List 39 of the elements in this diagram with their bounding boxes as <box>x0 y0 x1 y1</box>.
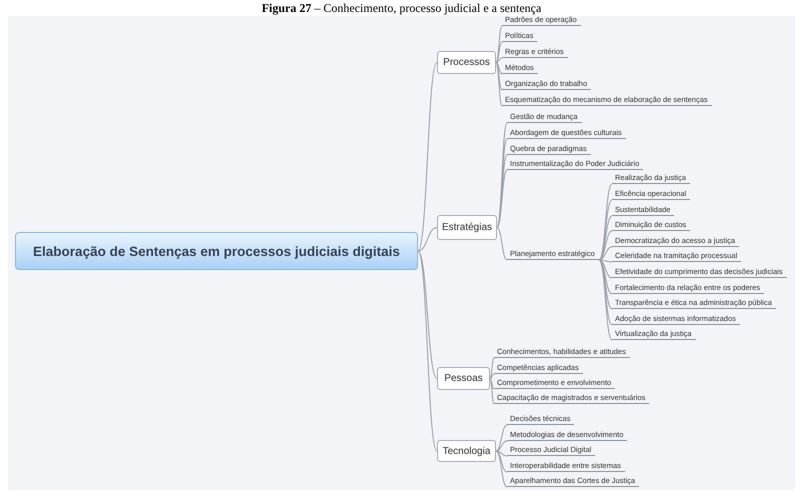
connector-line <box>418 250 438 379</box>
connector-line <box>496 227 508 260</box>
connector-line <box>598 260 612 278</box>
connector-line <box>496 62 502 106</box>
central-topic-box: Elaboração de Sentenças em processos judiciais digitais <box>15 232 418 270</box>
connector-line <box>490 374 494 379</box>
connector-line <box>496 450 508 488</box>
topic-box: Pessoas <box>437 367 490 390</box>
connector-line <box>418 62 438 252</box>
connector-line <box>598 246 612 260</box>
connector-line <box>496 138 508 228</box>
connector-line <box>598 216 612 260</box>
connector-line <box>496 62 502 90</box>
connector-line <box>496 424 508 452</box>
connector-line <box>496 450 508 456</box>
connector-line <box>496 62 502 74</box>
connector-line <box>496 42 502 63</box>
connector-line <box>496 170 508 228</box>
connector-line <box>418 227 438 252</box>
topic-box: Estratégias <box>437 215 497 240</box>
connector-line <box>598 260 612 294</box>
connector-line <box>598 260 612 262</box>
connector-line <box>490 358 494 379</box>
connector-line <box>598 260 612 310</box>
topic-box: Tecnologia <box>437 440 496 462</box>
connector-line <box>418 250 438 452</box>
connector-line <box>496 122 508 228</box>
connector-line <box>598 260 612 340</box>
connector-line <box>598 260 612 326</box>
connector-line <box>496 450 508 472</box>
connector-line <box>598 230 612 260</box>
connector-line <box>496 440 508 452</box>
connector-line <box>490 378 494 390</box>
figure-title: Figura 27 – Conhecimento, processo judicial e a sentença <box>260 1 542 16</box>
connector-line <box>598 200 612 260</box>
connector-line <box>496 26 502 63</box>
topic-box: Processos <box>437 51 496 74</box>
connector-line <box>598 184 612 260</box>
connector-line <box>490 378 494 404</box>
